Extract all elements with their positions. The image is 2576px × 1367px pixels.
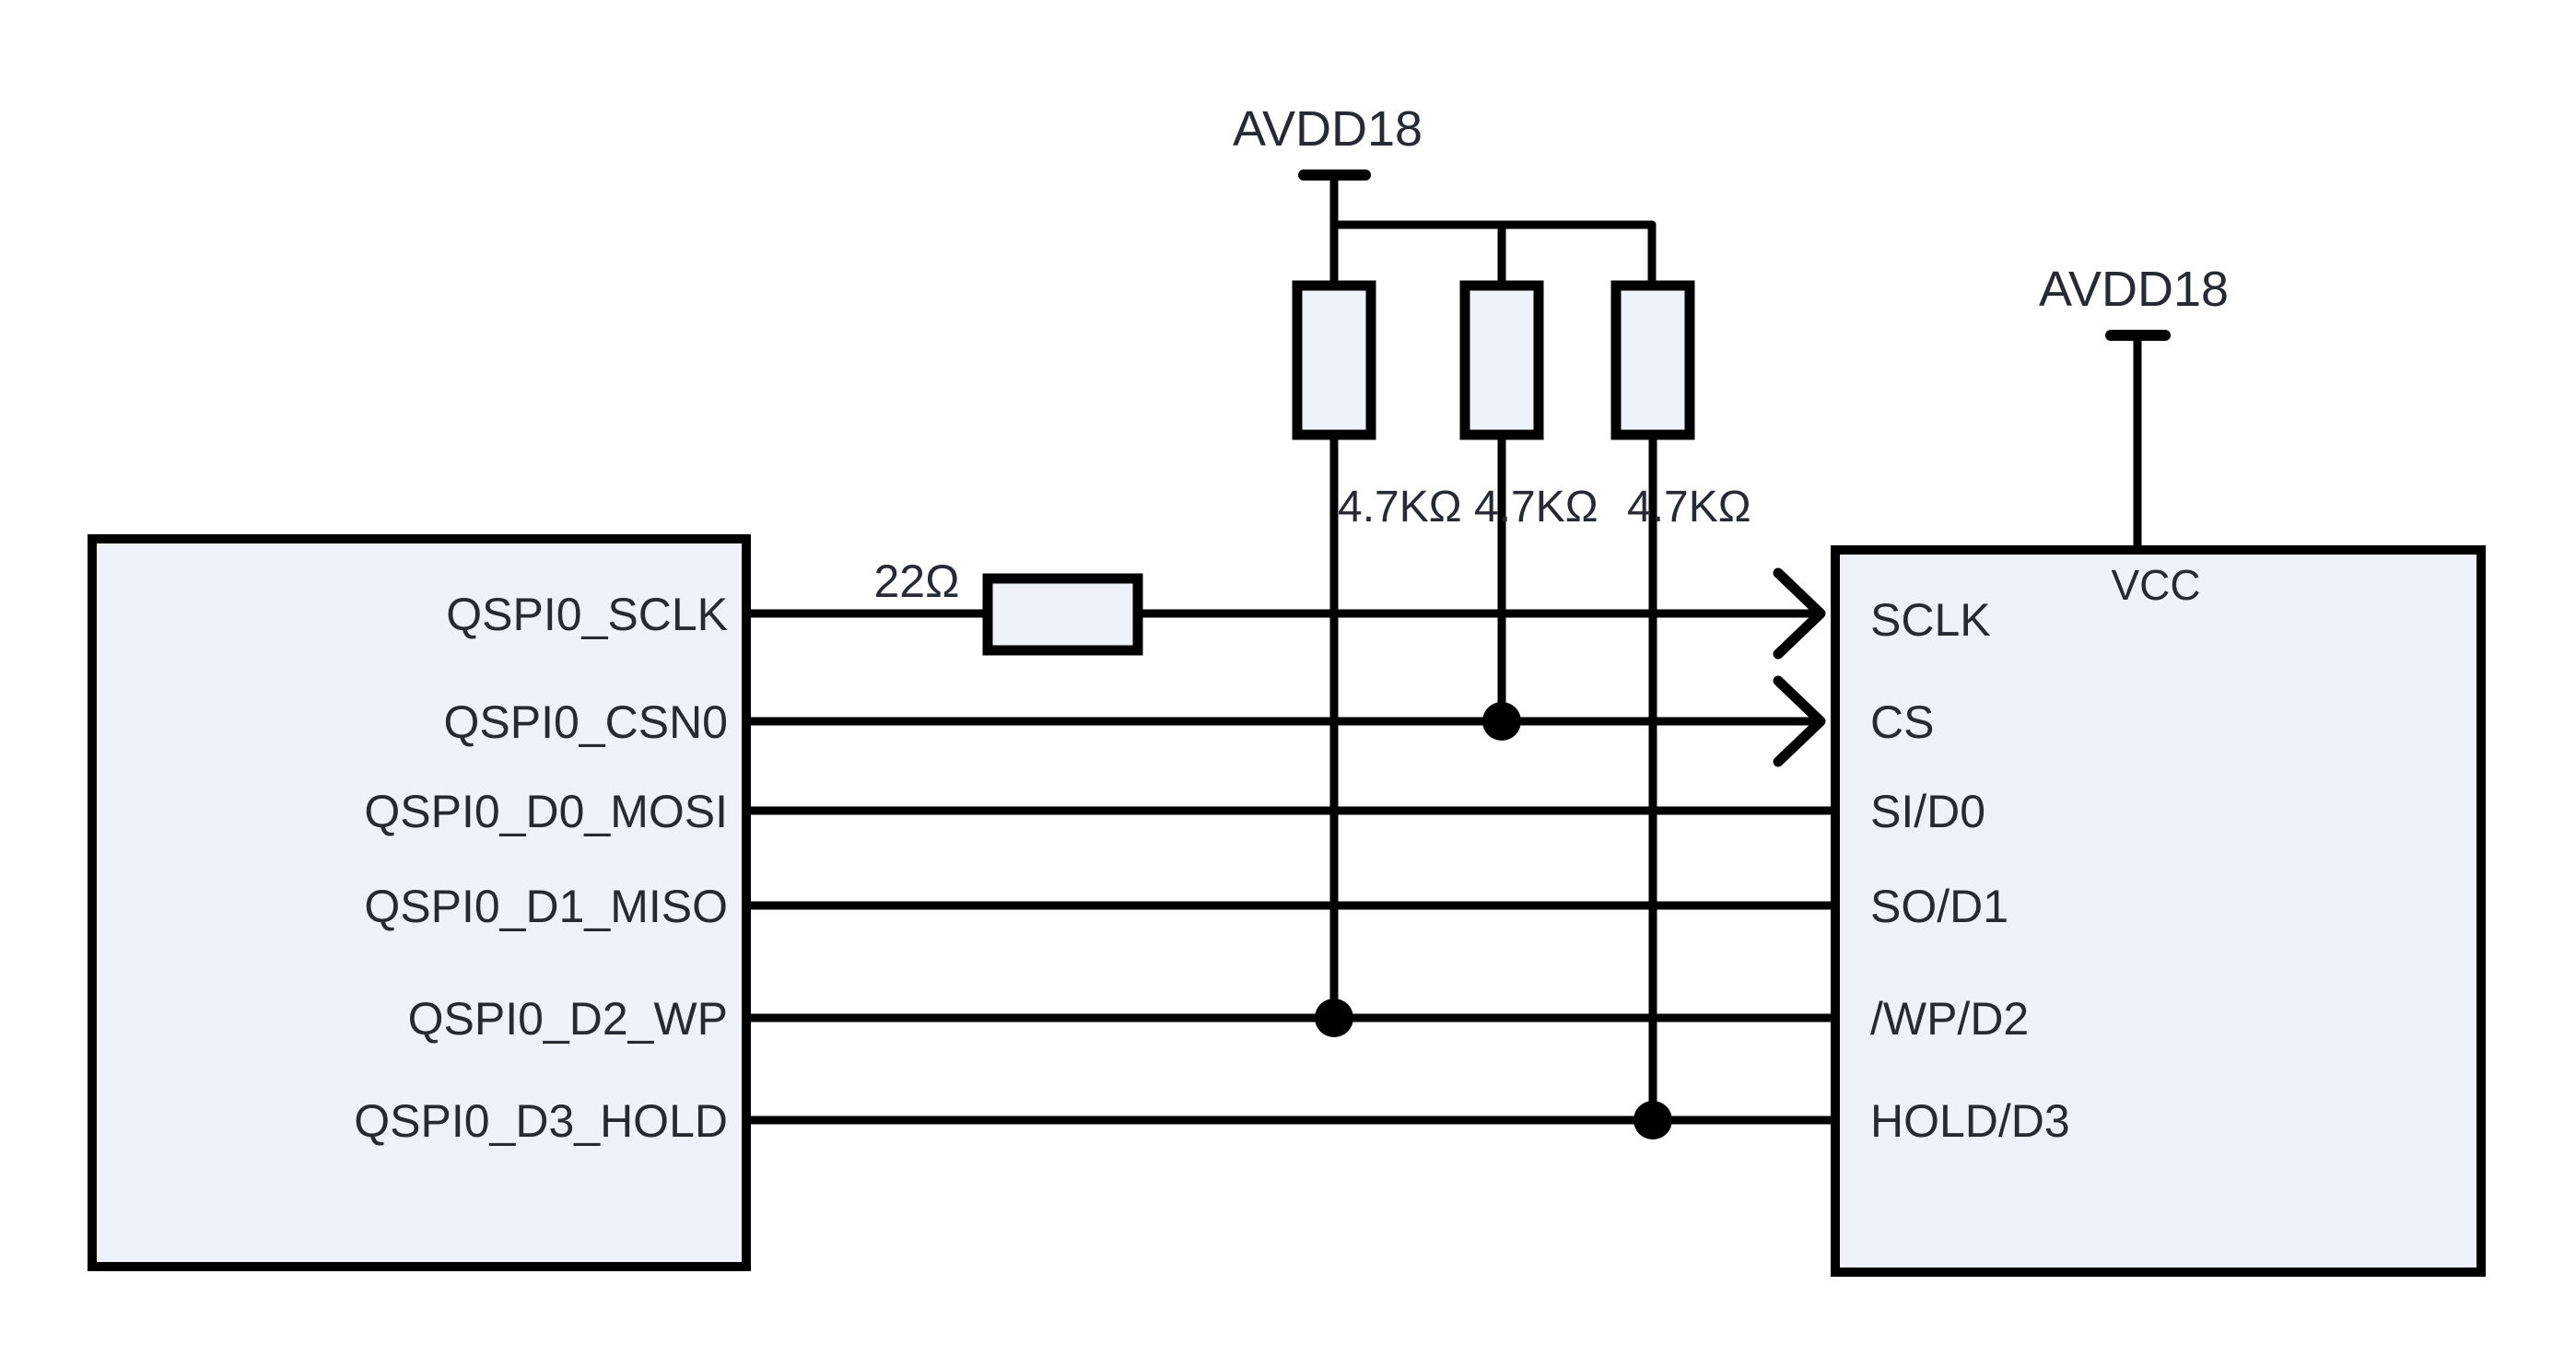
arrowhead-cs-icon [1773, 675, 1826, 767]
junction-dot-hold [1633, 1101, 1672, 1139]
pullup3-value-label: 4.7KΩ [1627, 483, 1751, 532]
series-resistor-value-label: 22Ω [874, 555, 960, 607]
soc-pin-label-d1-miso: QSPI0_D1_MISO [364, 881, 728, 932]
soc-pin-label-d0-mosi: QSPI0_D0_MOSI [364, 786, 728, 837]
flash-pin-label-si-d0: SI/D0 [1870, 786, 1985, 837]
pullup1-value-label: 4.7KΩ [1338, 483, 1462, 532]
flash-pin-label-hold-d3: HOLD/D3 [1870, 1095, 2070, 1147]
flash-block [1831, 545, 2486, 1277]
soc-pin-label-csn0: QSPI0_CSN0 [444, 696, 728, 748]
flash-pin-label-wp-d2: /WP/D2 [1870, 993, 2029, 1045]
soc-pin-label-sclk: QSPI0_SCLK [446, 589, 728, 640]
soc-block [88, 534, 751, 1271]
power-label-left: AVDD18 [1233, 101, 1423, 157]
series-resistor-body [982, 573, 1143, 656]
flash-pin-label-cs: CS [1870, 696, 1934, 748]
power-label-right: AVDD18 [2039, 262, 2229, 317]
flash-pin-label-so-d1: SO/D1 [1870, 881, 2008, 932]
junction-dot-wp [1315, 999, 1353, 1037]
soc-pin-label-d2-wp: QSPI0_D2_WP [408, 993, 728, 1045]
pullup-resistor3-body [1610, 280, 1695, 440]
junction-dot-cs [1482, 702, 1521, 741]
flash-vcc-pin-label: VCC [2111, 561, 2200, 609]
soc-pin-label-d3-hold: QSPI0_D3_HOLD [354, 1095, 728, 1147]
arrowhead-sclk-icon [1773, 567, 1826, 660]
flash-pin-label-sclk: SCLK [1870, 594, 1991, 646]
pullup-resistor2-body [1459, 280, 1544, 440]
pullup-resistor1-body [1292, 280, 1376, 440]
pullup2-value-label: 4.7KΩ [1474, 483, 1598, 532]
